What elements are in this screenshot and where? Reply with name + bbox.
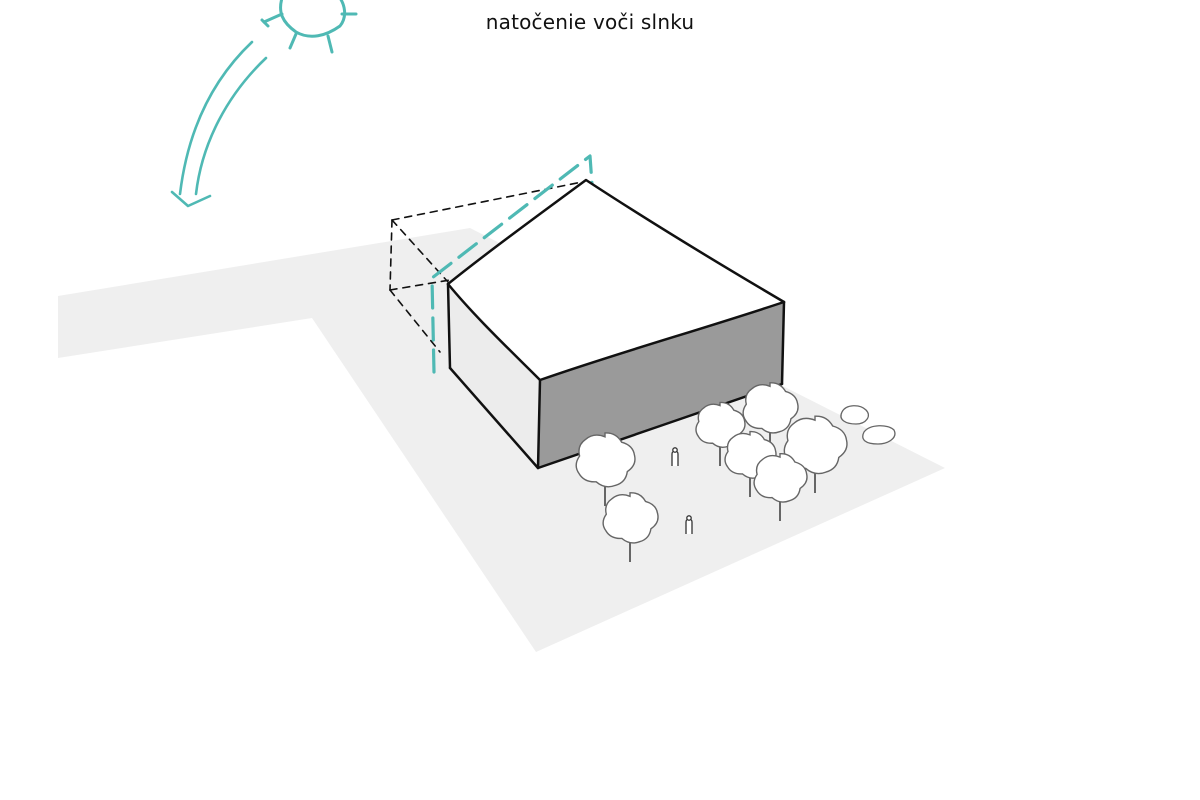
person-figures: [671, 447, 693, 534]
site-ground-plane: [58, 228, 945, 652]
tree: [575, 432, 636, 506]
sun-icon: [260, 0, 358, 54]
bush: [840, 405, 870, 425]
person-head: [672, 447, 678, 453]
tree-crown: [602, 492, 659, 544]
building-block: [446, 178, 786, 470]
tree-group: [575, 382, 848, 562]
tree-crown: [742, 382, 799, 434]
tree: [783, 415, 848, 493]
building-wall-left: [448, 284, 540, 468]
building-wall-right: [538, 302, 784, 468]
person: [685, 518, 693, 534]
person-head: [686, 515, 692, 521]
tree-crown: [695, 401, 746, 448]
tree: [602, 492, 659, 562]
diagram-title: natočenie voči slnku: [485, 10, 695, 34]
person: [671, 450, 679, 466]
curved-arrow-icon: [170, 40, 268, 208]
tree-crown: [575, 432, 636, 488]
bush-group: [840, 405, 896, 445]
bush: [862, 425, 896, 445]
tree-crown: [783, 415, 848, 475]
tree: [695, 401, 746, 466]
tree-crown: [753, 452, 808, 503]
building-roof: [448, 180, 784, 380]
rotation-frame-dashed: [430, 154, 594, 374]
tree: [753, 452, 808, 521]
